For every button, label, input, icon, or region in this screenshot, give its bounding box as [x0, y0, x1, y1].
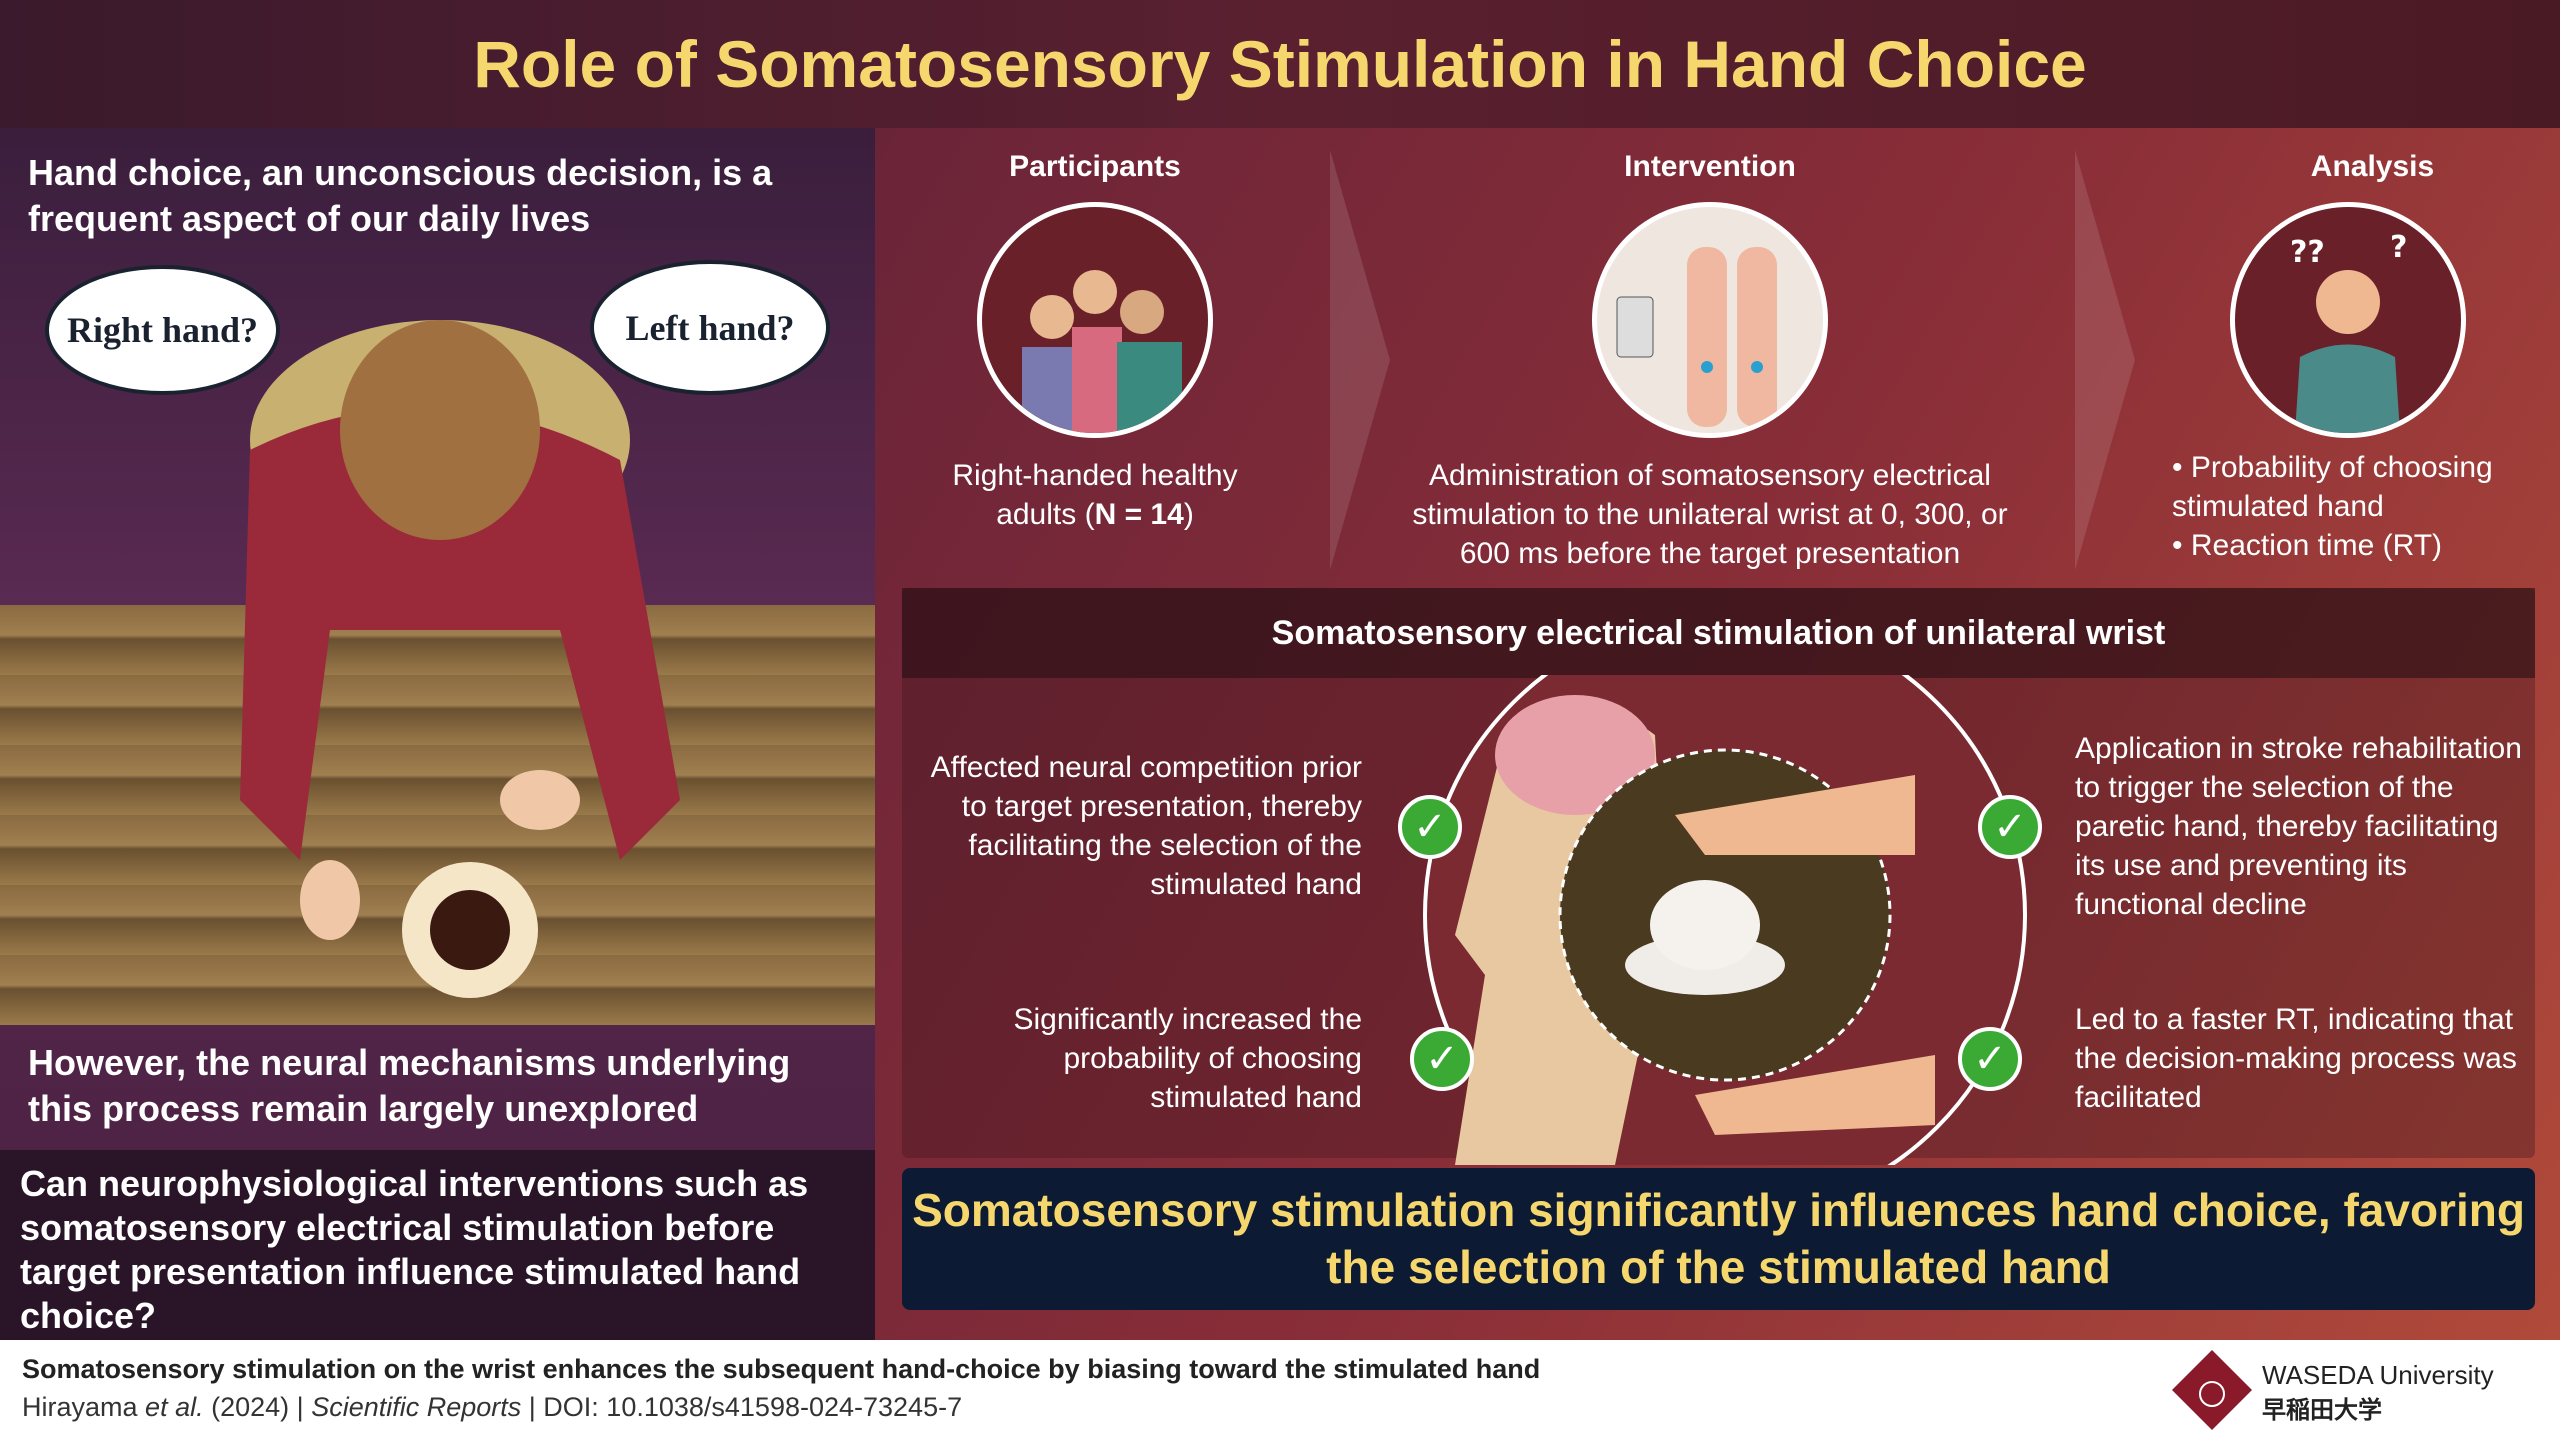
doi-link[interactable]: | DOI: 10.1038/s41598-024-73245-7: [521, 1392, 963, 1422]
finding-left-2: Significantly increased the probability …: [1013, 1003, 1362, 1114]
question-box: [0, 1150, 875, 1340]
logo-text-en: WASEDA University: [2262, 1360, 2494, 1390]
findings-heading: Somatosensory electrical stimulation of …: [902, 588, 2535, 678]
footer: Somatosensory stimulation on the wrist e…: [0, 1340, 2560, 1440]
check-icon: ✓: [1410, 1027, 1474, 1091]
step-caption: Right-handed healthy adults (N = 14): [952, 459, 1238, 531]
arrow-chevron: [1330, 150, 1390, 570]
check-icon: ✓: [1978, 795, 2042, 859]
conclusion-line: the selection of the stimulated hand: [1326, 1241, 2111, 1293]
confused-person-icon: ???: [2230, 202, 2466, 438]
step-heading: Participants: [1009, 150, 1181, 183]
waseda-logo-icon: [2172, 1350, 2252, 1430]
check-icon: ✓: [1958, 1027, 2022, 1091]
citation: Hirayama et al. (2024) | Scientific Repo…: [22, 1392, 963, 1422]
logo-text-jp: 早稲田大学: [2262, 1396, 2382, 1424]
however-text: However, the neural mechanisms underlyin…: [28, 1042, 791, 1129]
check-icon: ✓: [1398, 795, 1462, 859]
finding-left-1: Affected neural competition prior to tar…: [930, 751, 1362, 901]
intro-text: Hand choice, an unconscious decision, is…: [28, 152, 773, 239]
step-heading: Intervention: [1624, 150, 1796, 183]
svg-text:?: ?: [2390, 230, 2407, 265]
bubble-left-hand: Left hand?: [590, 260, 830, 395]
analysis-bullets: • Probability of choosing stimulated han…: [2172, 451, 2493, 562]
conclusion-line: Somatosensory stimulation significantly …: [912, 1184, 2525, 1236]
bullet-item: Probability of choosing stimulated hand: [2172, 451, 2493, 523]
question-text: Can neurophysiological interventions suc…: [20, 1163, 809, 1336]
svg-text:??: ??: [2290, 235, 2325, 270]
brain-hand-coffee-illustration: [1423, 675, 2027, 1165]
page-title: Role of Somatosensory Stimulation in Han…: [473, 27, 2087, 101]
bubble-right-hand: Right hand?: [45, 265, 280, 395]
participants-group-icon: [977, 202, 1213, 438]
footer-headline: Somatosensory stimulation on the wrist e…: [22, 1354, 1541, 1384]
conclusion-box: Somatosensory stimulation significantly …: [902, 1168, 2535, 1310]
header: Role of Somatosensory Stimulation in Han…: [0, 0, 2560, 128]
arrow-chevron: [2075, 150, 2135, 570]
finding-right-1: Application in stroke rehabilitation to …: [2075, 732, 2522, 921]
step-caption: Administration of somatosensory electric…: [1412, 459, 2008, 570]
wrist-stimulation-icon: [1592, 202, 1828, 438]
step-participants: Participants Right-handed healthy adults…: [935, 150, 1255, 534]
finding-right-2: Led to a faster RT, indicating that the …: [2075, 1003, 2517, 1114]
step-analysis: Analysis ??? • Probability of choosing s…: [2150, 150, 2550, 565]
step-intervention: Intervention Administration of somatosen…: [1410, 150, 2010, 573]
person-at-desk-illustration: [240, 320, 680, 998]
step-heading: Analysis: [2310, 150, 2435, 183]
bullet-item: Reaction time (RT): [2190, 529, 2443, 562]
